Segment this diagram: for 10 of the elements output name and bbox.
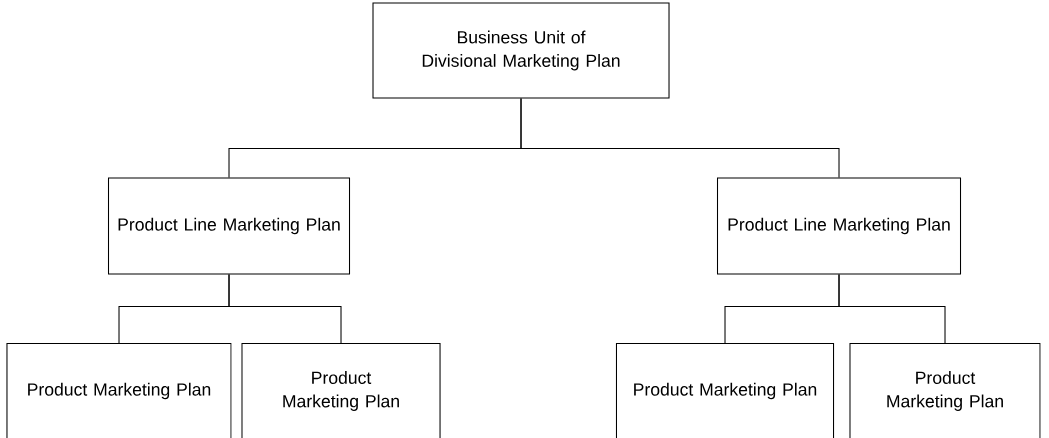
plan-box: Product Line Marketing Plan	[717, 177, 962, 275]
plan-box: Product Marketing Plan	[849, 342, 1041, 438]
plan-box: Product Marketing Plan	[615, 342, 835, 438]
plan-box: Product Marketing Plan	[241, 342, 441, 438]
plan-box: Product Marketing Plan	[6, 342, 232, 438]
plan-box: Business Unit of Divisional Marketing Plan	[372, 2, 670, 99]
connector-line	[520, 98, 840, 178]
connector-line	[838, 274, 946, 344]
connector-line	[228, 274, 342, 344]
plan-box: Product Line Marketing Plan	[107, 177, 351, 275]
